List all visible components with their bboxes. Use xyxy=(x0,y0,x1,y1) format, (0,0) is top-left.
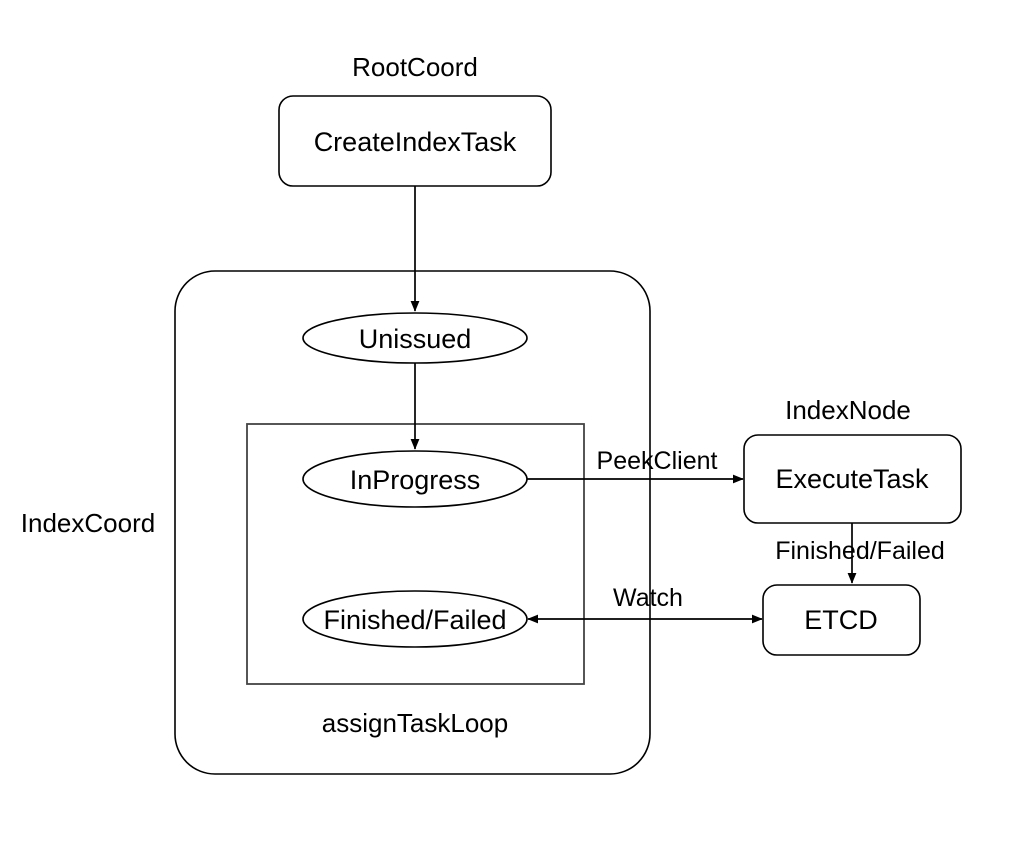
group-label-index-node: IndexNode xyxy=(785,395,911,425)
node-finished-failed[interactable] xyxy=(302,590,528,648)
edge-label-peekclient: PeekClient xyxy=(597,447,718,475)
node-create-index-task-label: CreateIndexTask xyxy=(314,127,517,157)
node-unissued-label: Unissued xyxy=(359,324,472,354)
edge-label-finished-failed: Finished/Failed xyxy=(775,537,945,565)
node-etcd-label: ETCD xyxy=(804,605,878,635)
group-label-index-coord: IndexCoord xyxy=(21,508,155,538)
group-label-assign-task-loop: assignTaskLoop xyxy=(322,708,508,738)
node-execute-task-label: ExecuteTask xyxy=(775,464,929,494)
edge-label-watch: Watch xyxy=(613,584,683,612)
group-label-root-coord: RootCoord xyxy=(352,52,478,82)
node-etcd[interactable] xyxy=(762,584,921,656)
node-finished-failed-label: Finished/Failed xyxy=(323,605,506,635)
node-in-progress-label: InProgress xyxy=(350,465,481,495)
index-coord-container xyxy=(174,270,651,775)
